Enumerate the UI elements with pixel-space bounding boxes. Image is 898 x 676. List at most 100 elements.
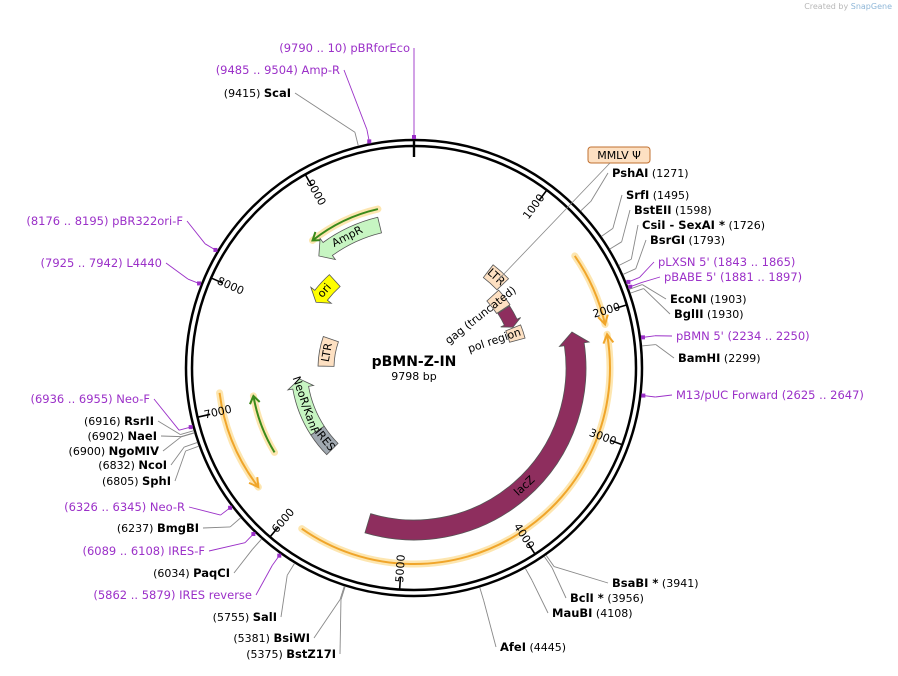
site-leader-r5	[639, 261, 655, 278]
site-leader-l15	[186, 220, 206, 245]
site-name: IRES-F	[168, 544, 205, 558]
site-label-l0: (5375) BstZ17I	[246, 647, 336, 661]
site-leader-l9	[170, 446, 185, 466]
site-label-r1: SrfI (1495)	[626, 188, 689, 202]
small-arrow-0	[497, 305, 521, 328]
site-label-l14: (7925 .. 7942) L4440	[41, 256, 162, 270]
site-position: (6237)	[117, 522, 157, 535]
site-position: (6034)	[153, 567, 193, 580]
site-name: BglII	[674, 307, 704, 321]
site-mark-l5	[251, 532, 256, 537]
orf-head-1	[602, 332, 615, 344]
site-position: (4108)	[592, 607, 632, 620]
site-position: (9485 .. 9504)	[216, 63, 302, 77]
site-leader-r11	[655, 394, 673, 398]
site-position: (5755)	[213, 611, 253, 624]
center-label: pBMN-Z-IN 9798 bp	[372, 354, 457, 383]
site-stub-l1	[339, 586, 345, 600]
site-stub-r7	[628, 284, 643, 290]
site-stub-r8	[630, 288, 644, 294]
tick-2000	[614, 304, 628, 310]
site-name: pBABE 5'	[664, 270, 716, 284]
site-position: (1271)	[648, 167, 688, 180]
site-leader-l7	[188, 506, 221, 516]
site-leader-l6	[202, 526, 231, 529]
site-stub-l2	[286, 563, 295, 576]
site-name: SrfI	[626, 188, 649, 202]
site-position: (2625 .. 2647)	[778, 388, 864, 402]
site-leader-l16	[294, 92, 356, 133]
site-mark-l14	[197, 281, 202, 286]
site-position: (1903)	[706, 293, 746, 306]
site-leader-r7	[641, 284, 667, 300]
site-stub-r1	[601, 228, 614, 237]
tick-label-5000: 5000	[393, 554, 408, 583]
site-leader-r2	[621, 209, 631, 242]
site-leader-r4	[635, 239, 647, 269]
feature-label-ltr-6: LTR	[485, 266, 508, 289]
site-position: (5375)	[246, 648, 286, 661]
feature-ltr-6	[482, 264, 510, 291]
site-mark-l15	[213, 247, 218, 252]
tick-8000	[210, 277, 224, 284]
site-label-l13: (6936 .. 6955) Neo-F	[31, 392, 151, 406]
site-name: MauBI	[552, 606, 592, 620]
site-position: (4445)	[526, 641, 566, 654]
feature-label-pol-region-8: pol region	[466, 326, 522, 356]
snapgene-credit: Created by SnapGene	[804, 2, 892, 11]
site-name: Neo-R	[150, 500, 185, 514]
packaging-label-box	[587, 146, 651, 164]
site-position: (1495)	[649, 189, 689, 202]
site-leader-r13	[551, 567, 567, 599]
tick-5000	[398, 576, 402, 590]
site-mark-r11	[641, 393, 646, 398]
orf-arc-1	[301, 334, 611, 565]
site-label-l10: (6900) NgoMIV	[69, 444, 160, 458]
site-position: (3941)	[658, 577, 698, 590]
feature-label-neor-kanr-3: NeoR/KanR	[290, 375, 323, 438]
site-name: SphI	[142, 474, 171, 488]
site-name: PaqCI	[193, 566, 230, 580]
site-label-l3: (5862 .. 5879) IRES reverse	[93, 588, 252, 602]
site-leader-r0	[590, 172, 609, 202]
site-label-r14: MauBI (4108)	[552, 606, 633, 620]
site-name: L4440	[126, 256, 162, 270]
site-stub-r2	[609, 241, 622, 250]
site-name: RsrII	[124, 414, 154, 428]
site-name: SalI	[253, 610, 277, 624]
site-stub-l12	[180, 430, 194, 435]
site-mark-l13	[188, 425, 193, 430]
site-stub-r12	[545, 554, 555, 567]
site-position: (8176 .. 8195)	[26, 214, 112, 228]
tick-1000	[538, 189, 548, 201]
site-leader-l4	[233, 549, 253, 574]
tick-3000	[609, 439, 623, 446]
site-position: (5862 .. 5879)	[93, 588, 179, 602]
site-label-l9: (6832) NcoI	[98, 458, 167, 472]
site-stub-l16	[354, 132, 359, 146]
site-stub-r13	[543, 556, 553, 569]
site-leader-l8	[174, 450, 187, 482]
site-name: pBMN 5'	[676, 329, 724, 343]
orf-glow-3	[249, 392, 279, 456]
site-position: (3956)	[604, 592, 644, 605]
site-label-l17: (9485 .. 9504) Amp-R	[216, 63, 340, 77]
site-stub-l6	[229, 517, 242, 528]
site-position: (6832)	[98, 459, 138, 472]
site-name: NaeI	[128, 429, 157, 443]
site-label-l1: (5381) BsiWI	[233, 631, 310, 645]
site-leader-l14	[165, 262, 189, 280]
site-position: (1930)	[704, 308, 744, 321]
site-leader-l5	[208, 542, 246, 552]
site-position: (6900)	[69, 445, 109, 458]
site-label-l15: (8176 .. 8195) pBR322ori-F	[26, 214, 183, 228]
site-name: BsaBI *	[612, 576, 658, 590]
site-name: BclI *	[570, 591, 604, 605]
site-name: BsiWI	[273, 631, 310, 645]
orf-arc-0	[573, 255, 607, 325]
site-position: (9415)	[224, 87, 264, 100]
packaging-label-leader	[498, 162, 611, 281]
site-stub-l9	[184, 442, 198, 448]
